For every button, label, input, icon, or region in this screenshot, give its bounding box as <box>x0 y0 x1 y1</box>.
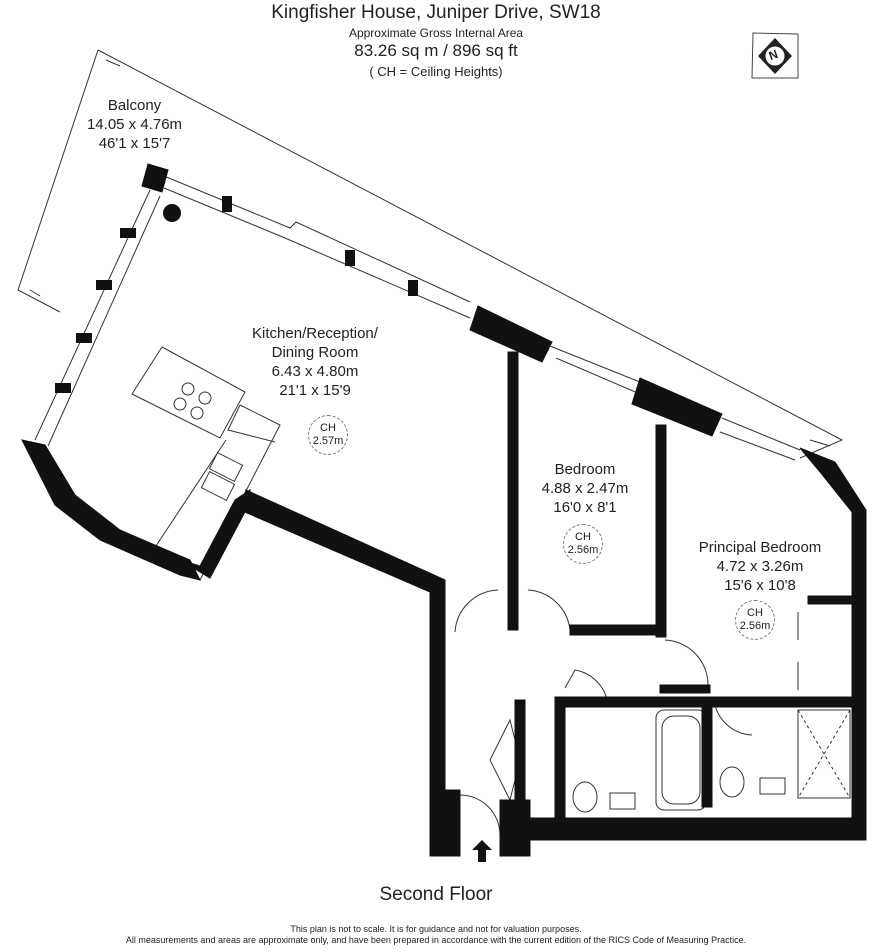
kitchen-ch-value: 2.57m <box>312 435 344 447</box>
door-arc-ensuite <box>714 704 753 736</box>
plan-subtitle: Approximate Gross Internal Area <box>348 26 524 40</box>
wall-hall-seg <box>659 684 711 694</box>
bedroom-imperial: 16'0 x 8'1 <box>553 499 617 516</box>
disclaimer-line-2: All measurements and areas are approxima… <box>125 935 747 945</box>
kitchen-ch-label: CH <box>320 422 336 434</box>
principal-metric: 4.72 x 3.26m <box>716 558 804 575</box>
plan-title: Kingfisher House, Juniper Drive, SW18 <box>271 2 601 23</box>
wall-bedroom-left <box>507 351 519 631</box>
principal-ch-value: 2.56m <box>739 620 771 632</box>
wall-corner-top-left <box>141 163 169 193</box>
kitchen-name-2: Dining Room <box>271 344 359 361</box>
wall-top-mid <box>469 305 553 363</box>
sink-1 <box>208 451 244 483</box>
balcony-inner-line <box>29 59 831 447</box>
kitchen-label: Kitchen/Reception/ Dining Room 6.43 x 4.… <box>240 324 390 400</box>
bedroom-ch-label: CH <box>575 531 591 543</box>
window-strip-top <box>163 175 801 461</box>
wall-entrance-left <box>429 789 461 857</box>
balcony-name: Balcony <box>107 97 162 114</box>
principal-ch-badge: CH 2.56m <box>735 600 775 640</box>
toilet-bathroom <box>572 781 598 813</box>
wall-right-corner <box>799 447 867 841</box>
balcony-imperial: 46'1 x 15'7 <box>98 135 171 152</box>
bathtub <box>655 709 707 811</box>
wall-kitchen-base <box>179 488 251 579</box>
ceiling-note: ( CH = Ceiling Heights) <box>369 64 503 79</box>
principal-ch-label: CH <box>747 607 763 619</box>
bedroom-ch-badge: CH 2.56m <box>563 524 603 564</box>
kitchen-imperial: 21'1 x 15'9 <box>279 382 351 399</box>
column <box>163 204 181 222</box>
wall-bath-mid <box>701 696 713 808</box>
wall-hall-right <box>514 699 526 821</box>
principal-imperial: 15'6 x 10'8 <box>724 577 796 594</box>
wardrobe <box>797 603 848 701</box>
window-strip-left <box>34 189 161 447</box>
bedroom-ch-value: 2.56m <box>567 544 599 556</box>
bedroom-metric: 4.88 x 2.47m <box>541 480 629 497</box>
bedroom-name: Bedroom <box>554 461 616 478</box>
wall-bottom <box>519 817 867 841</box>
entrance-arrow-icon <box>472 840 492 862</box>
door-arc-principal <box>664 639 709 686</box>
wall-bedroom-right <box>655 424 667 638</box>
wall-wardrobe-mid <box>807 595 853 605</box>
wall-hall-h <box>569 624 667 636</box>
wall-left-curve <box>21 439 201 581</box>
disclaimer-line-1: This plan is not to scale. It is for gui… <box>290 924 582 934</box>
toilet-ensuite <box>719 766 745 798</box>
shower-tray <box>797 709 851 799</box>
wall-top-right <box>631 377 723 437</box>
principal-name: Principal Bedroom <box>698 539 822 556</box>
kitchen-ch-badge: CH 2.57m <box>308 415 348 455</box>
door-arc-bedroom <box>527 589 571 631</box>
kitchen-island <box>131 346 246 439</box>
wall-bath-left <box>554 696 566 823</box>
floor-label: Second Floor <box>379 884 493 905</box>
compass-icon <box>751 32 799 79</box>
plan-area: 83.26 sq m / 896 sq ft <box>354 41 518 60</box>
balcony-outline <box>17 49 844 459</box>
balcony-label: Balcony 14.05 x 4.76m 46'1 x 15'7 <box>72 96 197 153</box>
sink-2 <box>200 470 236 502</box>
wall-diag-lower <box>239 489 446 857</box>
balcony-metric: 14.05 x 4.76m <box>86 116 183 133</box>
door-arc-entrance <box>459 794 501 836</box>
bedroom-label: Bedroom 4.88 x 2.47m 16'0 x 8'1 <box>525 460 645 517</box>
hob <box>173 382 212 420</box>
principal-label: Principal Bedroom 4.72 x 3.26m 15'6 x 10… <box>680 538 840 595</box>
kitchen-name-1: Kitchen/Reception/ <box>252 325 378 342</box>
door-arc-hall-left <box>454 589 499 633</box>
kitchen-metric: 6.43 x 4.80m <box>271 363 359 380</box>
